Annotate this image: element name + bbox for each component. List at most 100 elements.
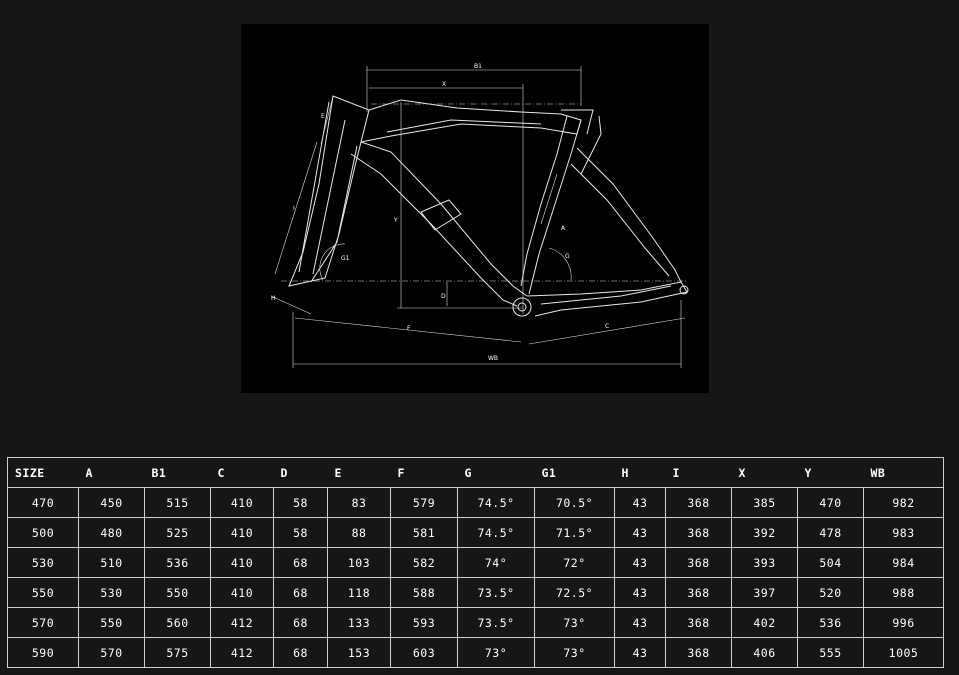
table-cell: 536 bbox=[797, 607, 864, 638]
table-cell: 579 bbox=[390, 487, 458, 518]
table-cell: 68 bbox=[273, 637, 328, 668]
geometry-table: SIZE A B1 C D E F G G1 H I X Y WB 470 45… bbox=[7, 457, 944, 668]
table-cell: 988 bbox=[863, 577, 944, 608]
header-f: F bbox=[390, 457, 458, 488]
header-d: D bbox=[273, 457, 328, 488]
table-cell: 412 bbox=[210, 637, 274, 668]
table-cell: 153 bbox=[327, 637, 391, 668]
table-cell: 983 bbox=[863, 517, 944, 548]
table-cell: 71.5° bbox=[534, 517, 615, 548]
table-cell: 58 bbox=[273, 487, 328, 518]
table-cell: 593 bbox=[390, 607, 458, 638]
table-cell: 68 bbox=[273, 577, 328, 608]
label-wb: WB bbox=[488, 355, 498, 362]
header-x: X bbox=[731, 457, 798, 488]
table-cell: 393 bbox=[731, 547, 798, 578]
table-row: 530 510 536 410 68 103 582 74° 72° 43 36… bbox=[7, 547, 944, 578]
table-cell: 68 bbox=[273, 607, 328, 638]
header-b1: B1 bbox=[144, 457, 211, 488]
table-cell: 575 bbox=[144, 637, 211, 668]
label-d: D bbox=[441, 293, 446, 300]
table-header-row: SIZE A B1 C D E F G G1 H I X Y WB bbox=[7, 457, 944, 488]
table-cell: 410 bbox=[210, 547, 274, 578]
label-i: I bbox=[293, 205, 295, 212]
table-cell: 530 bbox=[7, 547, 79, 578]
table-cell: 478 bbox=[797, 517, 864, 548]
table-cell: 582 bbox=[390, 547, 458, 578]
label-b1: B1 bbox=[474, 63, 482, 70]
table-cell: 368 bbox=[665, 607, 732, 638]
table-cell: 385 bbox=[731, 487, 798, 518]
table-cell: 603 bbox=[390, 637, 458, 668]
table-cell: 72.5° bbox=[534, 577, 615, 608]
table-cell: 73° bbox=[534, 637, 615, 668]
table-cell: 525 bbox=[144, 517, 211, 548]
table-cell: 83 bbox=[327, 487, 391, 518]
table-cell: 43 bbox=[614, 547, 666, 578]
header-h: H bbox=[614, 457, 666, 488]
table-cell: 982 bbox=[863, 487, 944, 518]
header-g1: G1 bbox=[534, 457, 615, 488]
table-cell: 590 bbox=[7, 637, 79, 668]
table-cell: 1005 bbox=[863, 637, 944, 668]
table-cell: 392 bbox=[731, 517, 798, 548]
table-row: 550 530 550 410 68 118 588 73.5° 72.5° 4… bbox=[7, 577, 944, 608]
table-cell: 74.5° bbox=[457, 487, 535, 518]
table-cell: 410 bbox=[210, 487, 274, 518]
table-cell: 368 bbox=[665, 487, 732, 518]
table-cell: 570 bbox=[7, 607, 79, 638]
table-cell: 73.5° bbox=[457, 607, 535, 638]
header-wb: WB bbox=[863, 457, 944, 488]
table-cell: 88 bbox=[327, 517, 391, 548]
label-g: G bbox=[565, 253, 570, 260]
table-cell: 581 bbox=[390, 517, 458, 548]
table-cell: 68 bbox=[273, 547, 328, 578]
frame-geometry-diagram: B1 X E I Y G1 G A D H F C WB bbox=[241, 24, 709, 393]
frame-drawing: B1 X E I Y G1 G A D H F C WB bbox=[270, 63, 689, 368]
table-cell: 43 bbox=[614, 487, 666, 518]
table-cell: 500 bbox=[7, 517, 79, 548]
label-h: H bbox=[271, 295, 276, 302]
header-i: I bbox=[665, 457, 732, 488]
label-c: C bbox=[605, 323, 609, 330]
table-row: 570 550 560 412 68 133 593 73.5° 73° 43 … bbox=[7, 607, 944, 638]
dimension-lines bbox=[270, 66, 686, 368]
table-cell: 536 bbox=[144, 547, 211, 578]
header-a: A bbox=[78, 457, 145, 488]
table-cell: 470 bbox=[7, 487, 79, 518]
label-y: Y bbox=[393, 217, 398, 224]
header-e: E bbox=[327, 457, 391, 488]
header-g: G bbox=[457, 457, 535, 488]
table-cell: 410 bbox=[210, 517, 274, 548]
table-cell: 73° bbox=[457, 637, 535, 668]
table-cell: 43 bbox=[614, 607, 666, 638]
table-cell: 510 bbox=[78, 547, 145, 578]
table-row: 470 450 515 410 58 83 579 74.5° 70.5° 43… bbox=[7, 487, 944, 518]
table-cell: 368 bbox=[665, 637, 732, 668]
table-cell: 550 bbox=[7, 577, 79, 608]
table-cell: 397 bbox=[731, 577, 798, 608]
label-x: X bbox=[442, 81, 446, 88]
header-size: SIZE bbox=[7, 457, 79, 488]
table-cell: 470 bbox=[797, 487, 864, 518]
label-a: A bbox=[561, 225, 566, 232]
table-cell: 555 bbox=[797, 637, 864, 668]
table-cell: 133 bbox=[327, 607, 391, 638]
header-y: Y bbox=[797, 457, 864, 488]
header-c: C bbox=[210, 457, 274, 488]
table-cell: 43 bbox=[614, 517, 666, 548]
table-cell: 74.5° bbox=[457, 517, 535, 548]
table-cell: 412 bbox=[210, 607, 274, 638]
table-cell: 520 bbox=[797, 577, 864, 608]
table-row: 590 570 575 412 68 153 603 73° 73° 43 36… bbox=[7, 637, 944, 668]
table-cell: 103 bbox=[327, 547, 391, 578]
table-cell: 73° bbox=[534, 607, 615, 638]
label-e: E bbox=[321, 113, 325, 120]
table-cell: 73.5° bbox=[457, 577, 535, 608]
table-cell: 43 bbox=[614, 577, 666, 608]
table-cell: 550 bbox=[78, 607, 145, 638]
frame-outline bbox=[288, 95, 689, 317]
table-cell: 515 bbox=[144, 487, 211, 518]
table-row: 500 480 525 410 58 88 581 74.5° 71.5° 43… bbox=[7, 517, 944, 548]
table-cell: 72° bbox=[534, 547, 615, 578]
